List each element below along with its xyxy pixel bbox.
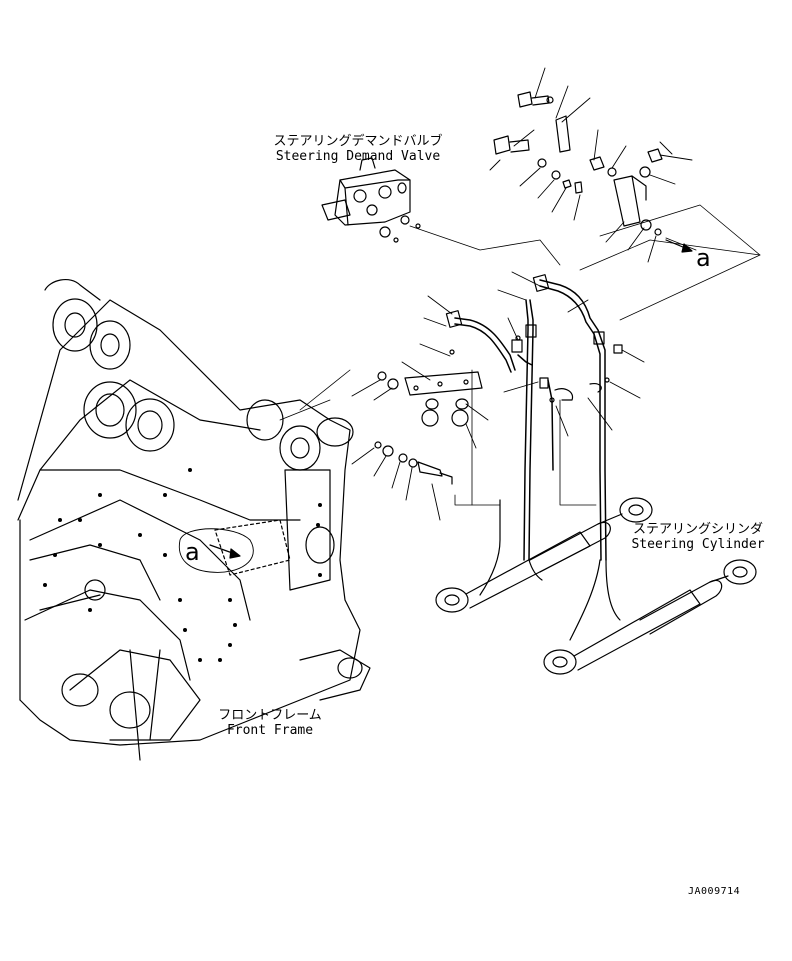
- assembly-lines: [279, 204, 761, 506]
- front-frame: [17, 278, 371, 761]
- front-frame-label-en: Front Frame: [226, 723, 314, 738]
- reference-mark-a-right: a: [696, 244, 711, 272]
- steering-demand-valve-label-jp: ステアリングデマンドバルブ: [273, 134, 443, 149]
- front-frame-label: フロントフレーム Front Frame: [205, 708, 335, 738]
- reference-mark-a-left: a: [185, 538, 200, 566]
- front-frame-label-jp: フロントフレーム: [218, 708, 322, 723]
- steering-cylinder-label-en: Steering Cylinder: [631, 537, 765, 552]
- bracket-hardware: [493, 91, 663, 236]
- clamp-bar: [374, 371, 483, 485]
- steering-cylinders: [435, 497, 757, 675]
- callout-leaders: [351, 67, 697, 521]
- steering-demand-valve-label: ステアリングデマンドバルブ Steering Demand Valve: [258, 134, 458, 164]
- steering-demand-valve: [321, 157, 421, 243]
- document-code: JA009714: [688, 886, 741, 897]
- reference-arrows: [178, 239, 693, 573]
- steering-cylinder-label-jp: ステアリングシリンダ: [632, 522, 763, 537]
- steering-cylinder-label: ステアリングシリンダ Steering Cylinder: [618, 522, 778, 552]
- hydraulic-tubes: [454, 279, 607, 561]
- steering-demand-valve-label-en: Steering Demand Valve: [275, 149, 441, 164]
